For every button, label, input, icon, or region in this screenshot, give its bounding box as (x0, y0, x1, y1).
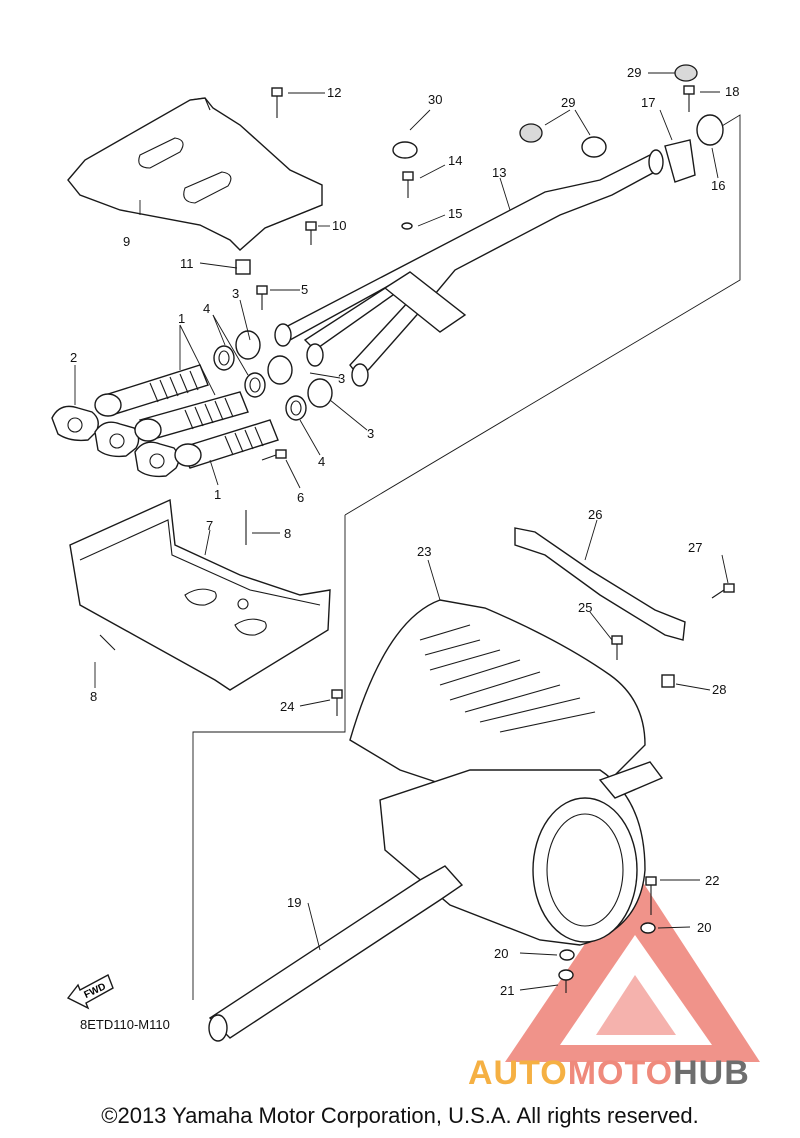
hardware-bolts-washers (99, 64, 735, 993)
callout-4a: 4 (203, 301, 210, 316)
callout-17: 17 (641, 95, 655, 110)
callout-16: 16 (711, 178, 725, 193)
part-13-head-pipe (274, 149, 664, 387)
muffler-body (379, 761, 664, 946)
callout-6: 6 (297, 490, 304, 505)
callout-18: 18 (725, 84, 739, 99)
callout-1b: 1 (214, 487, 221, 502)
callout-29a: 29 (627, 65, 641, 80)
watermark-logo: AUTOMOTOHUB (468, 1054, 750, 1093)
callout-8a: 8 (284, 526, 291, 541)
callout-9: 9 (123, 234, 130, 249)
fwd-arrow-icon: FWD (66, 974, 114, 1010)
callout-22: 22 (705, 873, 719, 888)
callout-25: 25 (578, 600, 592, 615)
watermark-word-moto: MOTO (567, 1054, 674, 1092)
watermark-word-auto: AUTO (468, 1054, 568, 1092)
callout-24: 24 (280, 699, 294, 714)
callout-19: 19 (287, 895, 301, 910)
callout-15: 15 (448, 206, 462, 221)
part-26-bracket (514, 527, 686, 641)
callout-8b: 8 (90, 689, 97, 704)
callout-11: 11 (180, 256, 194, 271)
callout-13: 13 (492, 165, 506, 180)
callout-numbers: 1 1 2 3 3 3 4 4 5 6 7 8 8 9 10 11 12 13 … (70, 65, 739, 998)
callout-7: 7 (206, 518, 213, 533)
watermark-triangle (505, 870, 760, 1062)
callout-5: 5 (301, 282, 308, 297)
part-19-tailpipe (208, 865, 464, 1042)
callout-1a: 1 (178, 311, 185, 326)
callout-2: 2 (70, 350, 77, 365)
callout-29b: 29 (561, 95, 575, 110)
callout-3b: 3 (338, 371, 345, 386)
assembly-boundary (192, 114, 741, 1000)
callout-10: 10 (332, 218, 346, 233)
leader-lines (74, 72, 729, 991)
callout-3a: 3 (232, 286, 239, 301)
callout-21: 21 (500, 983, 514, 998)
callout-28: 28 (712, 682, 726, 697)
callout-27: 27 (688, 540, 702, 555)
callout-20a: 20 (494, 946, 508, 961)
part-7-lower-heat-shield (69, 498, 331, 691)
callout-12: 12 (327, 85, 341, 100)
callout-3c: 3 (367, 426, 374, 441)
copyright-notice: ©2013 Yamaha Motor Corporation, U.S.A. A… (101, 1103, 699, 1128)
part-2-gaskets (51, 393, 202, 478)
watermark-word-hub: HUB (673, 1054, 750, 1092)
callout-4b: 4 (318, 454, 325, 469)
callout-30: 30 (428, 92, 442, 107)
part-23-muffler-cover (349, 599, 646, 816)
part-1-flex-pipes (104, 364, 279, 469)
callout-23: 23 (417, 544, 431, 559)
callout-20b: 20 (697, 920, 711, 935)
callout-26: 26 (588, 507, 602, 522)
parts-3-4-clamps-seals (213, 330, 333, 421)
part-9-heat-shield (67, 97, 323, 251)
diagram-code: 8ETD110-M110 (80, 1017, 170, 1032)
callout-14: 14 (448, 153, 462, 168)
